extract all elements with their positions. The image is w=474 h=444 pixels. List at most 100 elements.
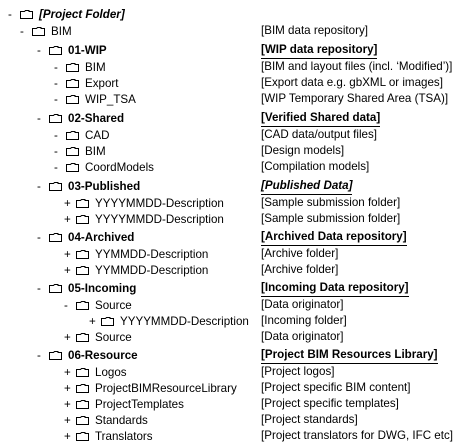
folder-icon [66,62,79,72]
expand-toggle[interactable]: + [64,365,71,379]
folder-icon [49,350,62,360]
tree-row-published-2[interactable]: + YYYYMMDD-Description [Sample submissio… [0,211,474,227]
tree-row-resource[interactable]: - 06-Resource [Project BIM Resources Lib… [0,347,474,364]
tree-node-resource-logos[interactable]: + Logos [64,364,127,380]
expand-toggle[interactable]: + [64,381,71,395]
tree-node-bim[interactable]: - BIM [20,23,72,39]
tree-node-shared-cad[interactable]: - CAD [54,127,109,143]
tree-node-published-1[interactable]: + YYYYMMDD-Description [64,195,224,211]
collapse-toggle[interactable]: - [20,24,24,38]
tree-row-shared[interactable]: - 02-Shared [Verified Shared data] [0,110,474,127]
tree-node-incoming[interactable]: - 05-Incoming [37,280,136,296]
tree-row-shared-coordmodels[interactable]: - CoordModels [Compilation models] [0,159,474,175]
tree-node-wip-bim[interactable]: - BIM [54,59,106,75]
collapse-toggle[interactable]: - [54,92,58,106]
tree-row-incoming-source-2[interactable]: + Source [Data originator] [0,329,474,345]
tree-row-root[interactable]: - [Project Folder] [0,6,474,22]
folder-icon [49,181,62,191]
tree-node-wip-export[interactable]: - Export [54,75,119,91]
tree-node-published-2[interactable]: + YYYYMMDD-Description [64,211,224,227]
tree-node-resource[interactable]: - 06-Resource [37,347,138,363]
collapse-toggle[interactable]: - [54,128,58,142]
folder-icon [76,198,89,208]
tree-row-resource-templates[interactable]: + ProjectTemplates [Project specific tem… [0,396,474,412]
tree-node-incoming-source[interactable]: - Source [64,297,132,313]
tree-row-resource-library[interactable]: + ProjectBIMResourceLibrary [Project spe… [0,380,474,396]
tree-node-published[interactable]: - 03-Published [37,178,140,194]
tree-row-incoming[interactable]: - 05-Incoming [Incoming Data repository] [0,280,474,297]
expand-toggle[interactable]: + [64,247,71,261]
tree-row-incoming-source[interactable]: - Source [Data originator] [0,297,474,313]
expand-toggle[interactable]: + [89,314,96,328]
tree-row-wip-tsa[interactable]: - WIP_TSA [WIP Temporary Shared Area (TS… [0,91,474,107]
expand-toggle[interactable]: + [64,212,71,226]
collapse-toggle[interactable]: - [37,348,41,362]
tree-node-description: [Incoming folder] [261,314,347,327]
tree-node-wip[interactable]: - 01-WIP [37,42,107,58]
tree-row-wip[interactable]: - 01-WIP [WIP data repository] [0,42,474,59]
collapse-toggle[interactable]: - [64,298,68,312]
tree-node-description: [Archive folder] [261,247,339,260]
expand-toggle[interactable]: + [64,397,71,411]
tree-node-description: [Sample submission folder] [261,212,401,225]
tree-node-description: [Project logos] [261,365,335,378]
expand-toggle[interactable]: + [64,429,71,443]
collapse-toggle[interactable]: - [8,7,12,21]
collapse-toggle[interactable]: - [37,179,41,193]
tree-node-label: 04-Archived [68,230,135,244]
tree-node-description: [WIP Temporary Shared Area (TSA)] [261,92,449,105]
expand-toggle[interactable]: + [64,196,71,210]
tree-node-incoming-dated[interactable]: + YYYYMMDD-Description [89,313,249,329]
tree-row-archived-1[interactable]: + YYMMDD-Description [Archive folder] [0,246,474,262]
expand-toggle[interactable]: + [64,263,71,277]
collapse-toggle[interactable]: - [54,160,58,174]
tree-row-archived[interactable]: - 04-Archived [Archived Data repository] [0,229,474,246]
tree-node-label: Translators [95,429,153,443]
tree-row-shared-cad[interactable]: - CAD [CAD data/output files] [0,127,474,143]
tree-node-label: YYYYMMDD-Description [95,212,224,226]
tree-node-resource-templates[interactable]: + ProjectTemplates [64,396,184,412]
tree-node-shared[interactable]: - 02-Shared [37,110,124,126]
collapse-toggle[interactable]: - [54,144,58,158]
tree-node-resource-library[interactable]: + ProjectBIMResourceLibrary [64,380,237,396]
tree-row-bim[interactable]: - BIM [BIM data repository] [0,23,474,39]
tree-node-description: [Published Data] [261,178,353,195]
collapse-toggle[interactable]: - [37,43,41,57]
tree-node-description: [BIM and layout files (incl. ‘Modified’)… [261,60,453,73]
collapse-toggle[interactable]: - [54,60,58,74]
tree-node-shared-coordmodels[interactable]: - CoordModels [54,159,154,175]
tree-node-description: [Project translators for DWG, IFC etc] [261,429,453,442]
tree-row-resource-standards[interactable]: + Standards [Project standards] [0,412,474,428]
collapse-toggle[interactable]: - [54,76,58,90]
tree-node-label: ProjectBIMResourceLibrary [95,381,237,395]
tree-node-description: [Project specific BIM content] [261,381,411,394]
tree-row-published[interactable]: - 03-Published [Published Data] [0,178,474,195]
expand-toggle[interactable]: + [64,413,71,427]
tree-node-archived[interactable]: - 04-Archived [37,229,134,245]
collapse-toggle[interactable]: - [37,230,41,244]
tree-row-incoming-dated[interactable]: + YYYYMMDD-Description [Incoming folder] [0,313,474,329]
tree-node-incoming-source-2[interactable]: + Source [64,329,132,345]
tree-node-label: ProjectTemplates [95,397,184,411]
tree-row-resource-translators[interactable]: + Translators [Project translators for D… [0,428,474,444]
tree-node-archived-1[interactable]: + YYMMDD-Description [64,246,208,262]
tree-row-shared-bim[interactable]: - BIM [Design models] [0,143,474,159]
tree-row-resource-logos[interactable]: + Logos [Project logos] [0,364,474,380]
folder-icon [76,332,89,342]
tree-node-root[interactable]: - [Project Folder] [8,6,125,22]
expand-toggle[interactable]: + [64,330,71,344]
tree-node-shared-bim[interactable]: - BIM [54,143,106,159]
tree-node-description: [Verified Shared data] [261,110,381,127]
tree-row-archived-2[interactable]: + YYMMDD-Description [Archive folder] [0,262,474,278]
tree-node-label: WIP_TSA [85,92,136,106]
collapse-toggle[interactable]: - [37,281,41,295]
tree-row-wip-bim[interactable]: - BIM [BIM and layout files (incl. ‘Modi… [0,59,474,75]
tree-node-archived-2[interactable]: + YYMMDD-Description [64,262,208,278]
tree-node-resource-translators[interactable]: + Translators [64,428,153,444]
tree-row-published-1[interactable]: + YYYYMMDD-Description [Sample submissio… [0,195,474,211]
tree-node-wip-tsa[interactable]: - WIP_TSA [54,91,136,107]
tree-row-wip-export[interactable]: - Export [Export data e.g. gbXML or imag… [0,75,474,91]
tree-node-resource-standards[interactable]: + Standards [64,412,148,428]
collapse-toggle[interactable]: - [37,111,41,125]
folder-icon [49,113,62,123]
